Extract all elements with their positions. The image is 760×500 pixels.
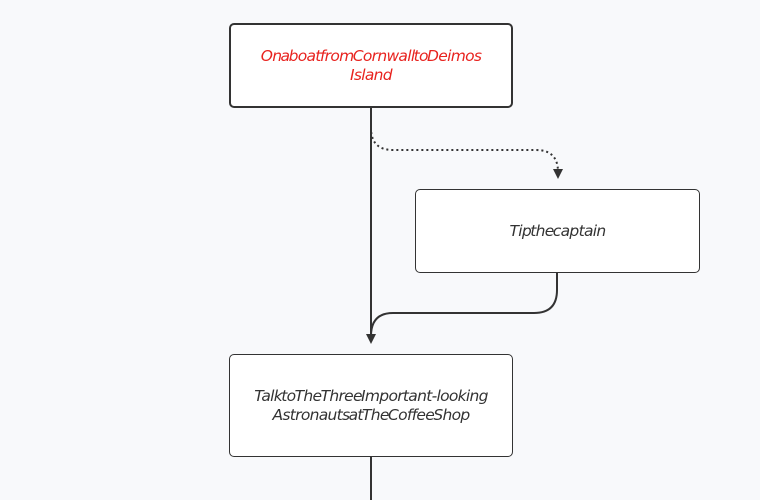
node-tip-the-captain-label: Tip the captain [509, 221, 607, 240]
node-talk-to-astronauts[interactable]: Talk to The Three Important-looking Astr… [229, 354, 513, 457]
edge-tip-to-talk [370, 273, 558, 337]
edge-start-to-tip [370, 112, 563, 179]
node-talk-to-astronauts-label: Talk to The Three Important-looking Astr… [254, 386, 488, 424]
node-tip-the-captain[interactable]: Tip the captain [415, 189, 700, 273]
node-on-a-boat-label: On a boat from Cornwall to Deimos Island [260, 46, 482, 84]
node-on-a-boat[interactable]: On a boat from Cornwall to Deimos Island [229, 23, 513, 108]
